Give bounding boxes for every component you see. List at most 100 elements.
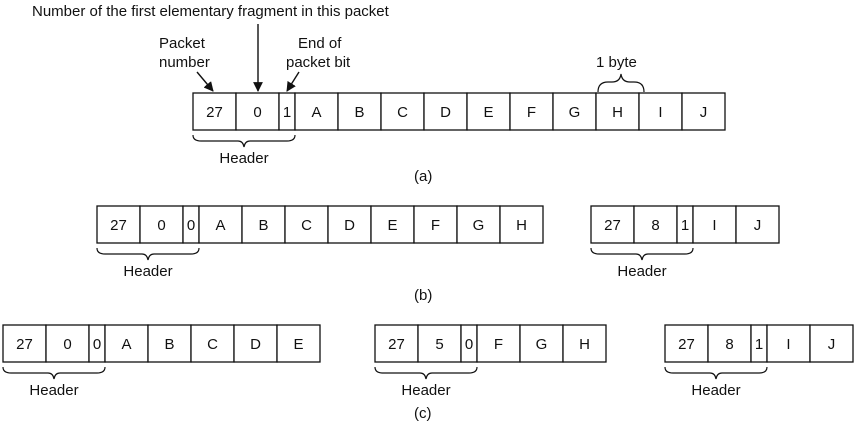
end-of-packet-arrow xyxy=(286,71,300,92)
cell-box xyxy=(370,205,415,244)
data-fragment-cell: G xyxy=(519,324,564,363)
header-field-cell: 27 xyxy=(374,324,419,363)
cell-box xyxy=(241,205,286,244)
packet-number-annotation-line2: number xyxy=(159,54,210,71)
cell-box xyxy=(590,205,635,244)
data-fragment-label: J xyxy=(700,104,708,121)
header-field-cell: 0 xyxy=(235,92,280,131)
data-fragment-label: F xyxy=(527,104,536,121)
data-fragment-label: I xyxy=(658,104,662,121)
header-label: Header xyxy=(29,382,78,399)
header-field-cell: 0 xyxy=(139,205,184,244)
data-fragment-cell: H xyxy=(562,324,607,363)
cell-box xyxy=(45,324,90,363)
data-fragment-cell: H xyxy=(595,92,640,131)
header-brace xyxy=(96,247,200,261)
data-fragment-label: A xyxy=(121,336,131,353)
data-fragment-cell: D xyxy=(233,324,278,363)
cell-box xyxy=(562,324,607,363)
header-field-cell: 8 xyxy=(633,205,678,244)
cell-box xyxy=(499,205,544,244)
cell-box xyxy=(233,324,278,363)
data-fragment-cell: C xyxy=(380,92,425,131)
header-field-value: 0 xyxy=(157,217,165,234)
data-fragment-cell: D xyxy=(423,92,468,131)
end-of-packet-annotation-line2: packet bit xyxy=(286,54,351,71)
first-fragment-annotation: Number of the first elementary fragment … xyxy=(32,3,390,20)
cell-box xyxy=(139,205,184,244)
header-brace xyxy=(192,134,296,148)
data-fragment-cell: G xyxy=(552,92,597,131)
data-fragment-cell: E xyxy=(370,205,415,244)
data-fragment-label: H xyxy=(612,104,623,121)
header-label: Header xyxy=(617,263,666,280)
data-fragment-label: H xyxy=(516,217,527,234)
header-field-cell: 0 xyxy=(182,205,200,244)
data-fragment-label: I xyxy=(786,336,790,353)
header-field-value: 0 xyxy=(63,336,71,353)
data-fragment-label: C xyxy=(301,217,312,234)
data-fragment-cell: J xyxy=(681,92,726,131)
cell-box xyxy=(595,92,640,131)
data-fragment-cell: D xyxy=(327,205,372,244)
data-fragment-cell: G xyxy=(456,205,501,244)
header-field-cell: 0 xyxy=(460,324,478,363)
cell-box xyxy=(681,92,726,131)
data-fragment-label: D xyxy=(344,217,355,234)
header-field-cell: 27 xyxy=(192,92,237,131)
header-field-value: 0 xyxy=(187,217,195,234)
data-fragment-cell: B xyxy=(337,92,382,131)
header-field-value: 0 xyxy=(465,336,473,353)
data-fragment-cell: F xyxy=(413,205,458,244)
data-fragment-label: A xyxy=(311,104,321,121)
data-fragment-cell: E xyxy=(276,324,321,363)
header-field-cell: 5 xyxy=(417,324,462,363)
data-fragment-label: C xyxy=(207,336,218,353)
data-fragment-label: B xyxy=(354,104,364,121)
cell-box xyxy=(2,324,47,363)
data-fragment-label: J xyxy=(754,217,762,234)
cell-box xyxy=(638,92,683,131)
data-fragment-cell: A xyxy=(198,205,243,244)
cell-box xyxy=(423,92,468,131)
data-fragment-label: J xyxy=(828,336,836,353)
data-fragment-cell: B xyxy=(147,324,192,363)
cell-box xyxy=(96,205,141,244)
data-fragment-label: E xyxy=(293,336,303,353)
cell-box xyxy=(735,205,780,244)
header-field-value: 0 xyxy=(253,104,261,121)
header-field-value: 8 xyxy=(651,217,659,234)
header-brace xyxy=(2,366,106,380)
header-field-cell: 27 xyxy=(664,324,709,363)
data-fragment-label: G xyxy=(569,104,581,121)
cell-box xyxy=(190,324,235,363)
header-field-cell: 0 xyxy=(45,324,90,363)
header-field-value: 27 xyxy=(678,336,695,353)
cell-box xyxy=(284,205,329,244)
end-of-packet-annotation-line1: End of xyxy=(298,35,342,52)
data-fragment-cell: J xyxy=(735,205,780,244)
header-field-value: 27 xyxy=(388,336,405,353)
header-field-value: 27 xyxy=(206,104,223,121)
header-brace xyxy=(374,366,478,380)
packet-number-annotation-line1: Packet xyxy=(159,35,206,52)
data-fragment-cell: A xyxy=(294,92,339,131)
cell-box xyxy=(417,324,462,363)
data-fragment-label: D xyxy=(250,336,261,353)
data-fragment-label: E xyxy=(483,104,493,121)
caption-c: (c) xyxy=(414,405,432,422)
header-label: Header xyxy=(219,150,268,167)
data-fragment-label: A xyxy=(215,217,225,234)
data-fragment-cell: J xyxy=(809,324,854,363)
header-field-value: 27 xyxy=(604,217,621,234)
data-fragment-label: I xyxy=(712,217,716,234)
data-fragment-label: D xyxy=(440,104,451,121)
header-label: Header xyxy=(123,263,172,280)
caption-b: (b) xyxy=(414,287,432,304)
